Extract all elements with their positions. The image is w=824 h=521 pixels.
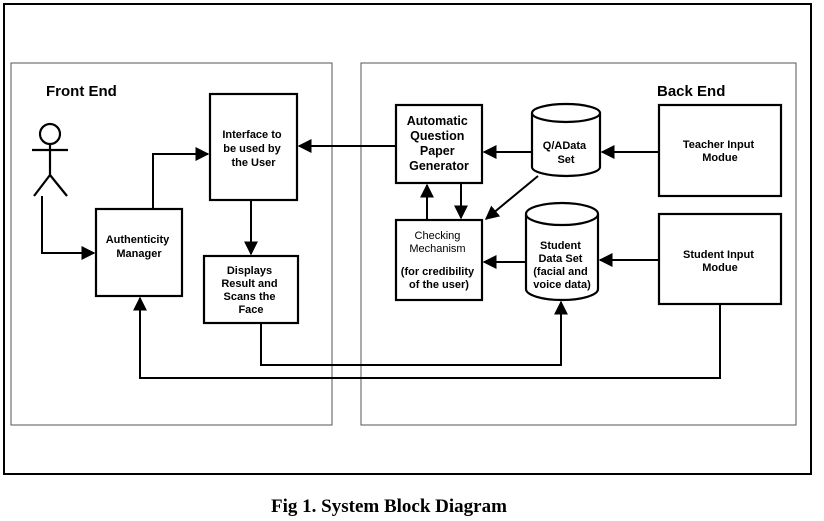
checking-mechanism-box: Checking Mechanism (for credibility of t… — [394, 218, 484, 302]
student-data-set-cylinder: Student Data Set (facial and voice data) — [524, 201, 600, 302]
question-paper-generator-label: Automatic Question Paper Generator — [407, 114, 472, 173]
authenticity-manager-box: Authenticity Manager — [94, 207, 184, 298]
figure-caption: Fig 1. System Block Diagram — [271, 496, 507, 517]
teacher-input-module-box: Teacher Input Modue — [657, 103, 783, 198]
teacher-input-module-label: Teacher Input Modue — [683, 139, 757, 164]
student-data-set-label: Student Data Set (facial and voice data) — [533, 240, 591, 291]
student-input-to-authenticity-arrow — [133, 296, 721, 379]
qa-data-set-cylinder: Q/AData Set — [530, 102, 602, 178]
interface-label: Interface to be used by the User — [222, 129, 284, 169]
displays-result-label: Displays Result and Scans the Face — [221, 265, 280, 316]
qa-data-set-label: Q/AData Set — [543, 140, 589, 166]
student-input-module-label: Student Input Modue — [683, 249, 757, 274]
student-input-module-box: Student Input Modue — [657, 212, 783, 306]
interface-box: Interface to be used by the User — [208, 92, 299, 202]
front-end-panel — [10, 62, 333, 426]
back-end-panel — [360, 62, 797, 426]
authenticity-manager-label: Authenticity Manager — [106, 234, 173, 260]
back-end-title: Back End — [657, 83, 725, 100]
qa-to-checking-arrow — [484, 175, 539, 220]
outer-frame — [3, 3, 812, 475]
authenticity-to-interface-arrow — [152, 147, 210, 209]
question-paper-generator-box: Automatic Question Paper Generator — [394, 103, 484, 185]
user-to-authenticity-arrow — [41, 196, 96, 260]
checking-mechanism-label: Checking Mechanism (for credibility of t… — [401, 230, 477, 291]
displays-to-student-data-arrow — [260, 300, 568, 366]
front-end-title: Front End — [46, 83, 117, 100]
user-stick-figure-icon — [32, 122, 68, 197]
displays-result-box: Displays Result and Scans the Face — [202, 254, 300, 325]
